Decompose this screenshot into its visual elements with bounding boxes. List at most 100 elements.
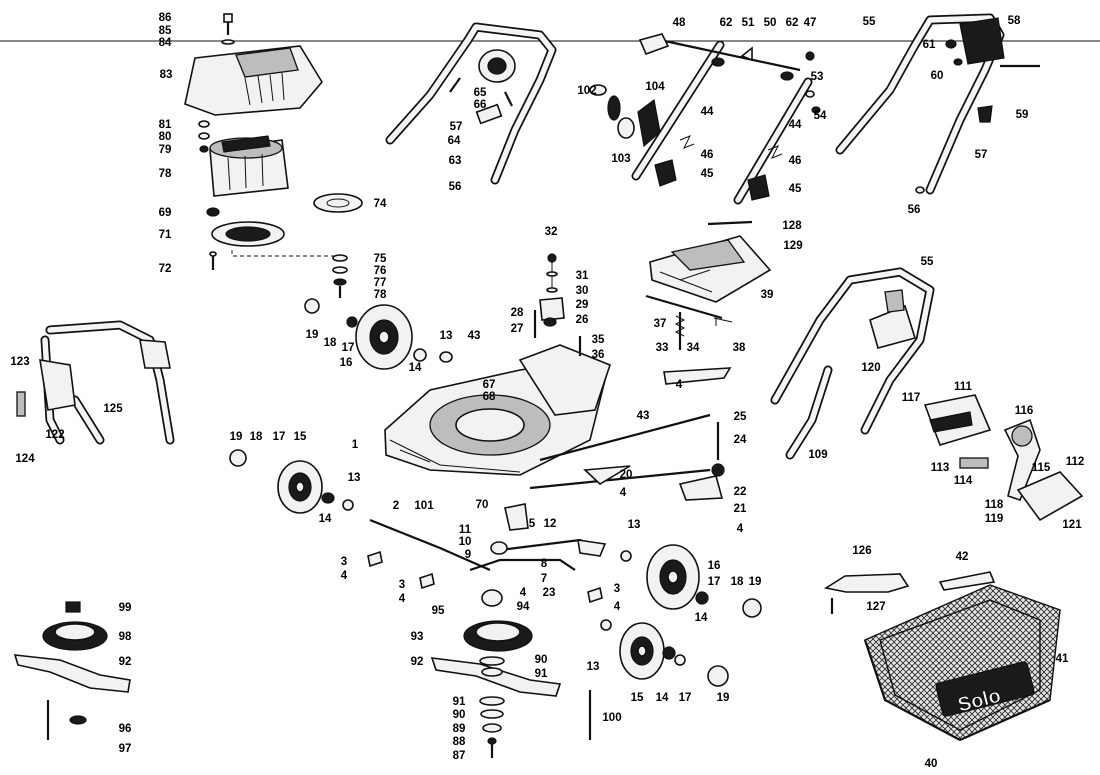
callout-label: 39 (761, 289, 774, 301)
callout-label: 37 (654, 318, 667, 330)
callout-label: 21 (734, 503, 747, 515)
callout-label: 93 (411, 631, 424, 643)
callout-label: 17 (342, 342, 355, 354)
callout-label: 84 (159, 37, 172, 49)
callout-label: 19 (717, 692, 730, 704)
callout-label: 16 (340, 357, 353, 369)
callout-label: 14 (656, 692, 669, 704)
callout-label: 4 (341, 570, 348, 582)
callout-label: 33 (656, 342, 669, 354)
callout-label: 10 (459, 536, 472, 548)
callout-label: 70 (476, 499, 489, 511)
callout-label: 55 (863, 16, 876, 28)
callout-label: 57 (975, 149, 988, 161)
deck-housing (384, 344, 711, 490)
callout-label: 64 (448, 135, 461, 147)
upper-handle-2 (835, 13, 1040, 195)
lower-handle-left (16, 320, 175, 445)
callout-label: 88 (453, 736, 466, 748)
callout-label: 8 (541, 558, 548, 570)
callout-label: 45 (789, 183, 802, 195)
callout-label: 3 (399, 579, 405, 591)
callout-label: 14 (319, 513, 332, 525)
plate-74 (313, 193, 363, 213)
height-adjuster-29-36 (533, 253, 582, 356)
callout-label: 43 (468, 330, 481, 342)
callout-label: 86 (159, 12, 172, 24)
callout-label: 103 (611, 153, 630, 165)
callout-label: 22 (734, 486, 747, 498)
callout-label: 117 (902, 392, 921, 404)
callout-label: 85 (159, 25, 172, 37)
callout-label: 17 (679, 692, 692, 704)
callout-label: 97 (119, 743, 132, 755)
callout-label: 27 (511, 323, 524, 335)
callout-label: 16 (708, 560, 721, 572)
callout-label: 62 (720, 17, 733, 29)
wheel-rear-top (355, 304, 413, 370)
grass-box-lid (645, 220, 772, 320)
callout-label: 114 (954, 475, 973, 487)
callout-label: 4 (676, 379, 683, 391)
callout-label: 45 (701, 168, 714, 180)
callout-label: 56 (908, 204, 921, 216)
callout-label: 32 (545, 226, 558, 238)
callout-label: 118 (985, 499, 1004, 511)
callout-label: 77 (374, 277, 387, 289)
callout-label: 46 (789, 155, 802, 167)
callout-label: 17 (273, 431, 286, 443)
rods-group (589, 33, 821, 205)
callout-label: 13 (348, 472, 361, 484)
callout-label: 31 (576, 270, 589, 282)
callout-label: 109 (808, 449, 827, 461)
wheel-front-right (646, 544, 762, 618)
callout-label: 104 (645, 81, 665, 93)
callout-label: 34 (687, 342, 700, 354)
callout-label: 79 (159, 144, 172, 156)
callout-label: 61 (923, 39, 936, 51)
callout-label: 25 (734, 411, 747, 423)
callout-label: 87 (453, 750, 466, 762)
washers-81-80-79 (198, 120, 210, 153)
callout-label: 78 (159, 168, 172, 180)
callout-label: 13 (440, 330, 453, 342)
callout-label: 56 (449, 181, 462, 193)
callout-label: 102 (577, 85, 596, 97)
callout-label: 17 (708, 576, 721, 588)
grass-basket: Solo (863, 584, 1061, 742)
callout-label: 124 (15, 453, 35, 465)
callout-label: 96 (119, 723, 132, 735)
callout-label: 125 (103, 403, 123, 415)
callout-label: 59 (1016, 109, 1029, 121)
callout-label: 63 (449, 155, 462, 167)
washer-stack-75-78 (332, 254, 348, 298)
callout-label: 15 (631, 692, 644, 704)
wheel-front-bottom (619, 622, 729, 687)
callout-label: 51 (742, 17, 755, 29)
callout-label: 46 (701, 149, 714, 161)
callout-label: 3 (341, 556, 347, 568)
callout-label: 91 (535, 668, 548, 680)
callout-label: 90 (535, 654, 548, 666)
callout-label: 18 (250, 431, 263, 443)
callout-label: 41 (1056, 653, 1069, 665)
callout-label: 76 (374, 265, 387, 277)
fan-98 (42, 601, 108, 651)
callout-label: 38 (733, 342, 746, 354)
callout-label: 40 (925, 758, 938, 770)
callout-label: 1 (352, 439, 359, 451)
blade-92-left (13, 654, 131, 740)
callout-label: 113 (931, 462, 950, 474)
upper-handle-1 (385, 22, 557, 185)
spring-37-33-38 (663, 312, 733, 385)
callout-label: 19 (230, 431, 243, 443)
callout-label: 14 (695, 612, 708, 624)
callout-label: 83 (160, 69, 173, 81)
callout-label: 57 (450, 121, 463, 133)
callout-label: 89 (453, 723, 466, 735)
basket-handle-126 (823, 573, 910, 614)
nut-69 (206, 207, 220, 217)
callout-label: 78 (374, 289, 387, 301)
callout-label: 15 (294, 431, 307, 443)
callout-label: 18 (731, 576, 744, 588)
